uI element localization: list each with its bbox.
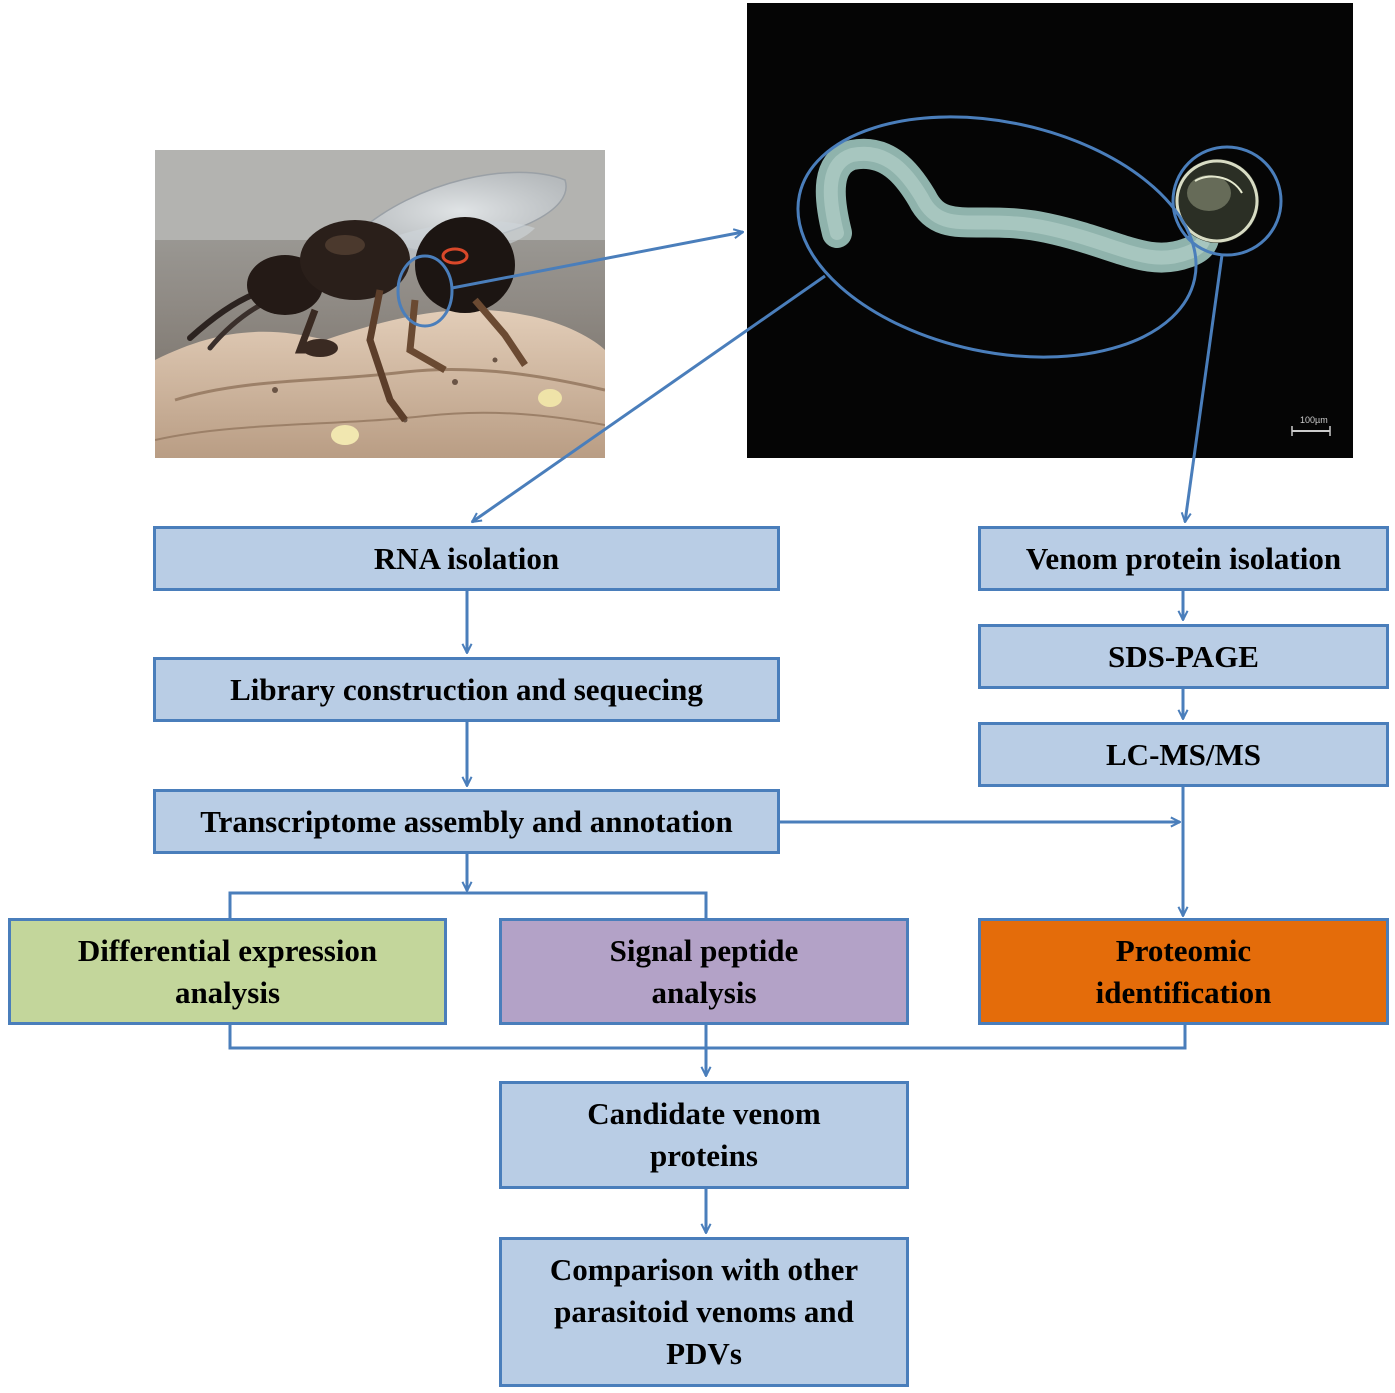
library-construction-box: Library construction and sequecing <box>153 657 780 722</box>
proteomic-identification-box: Proteomic identification <box>978 918 1389 1025</box>
lc-ms-ms-box: LC-MS/MS <box>978 722 1389 787</box>
proteomic-identification-line-2: identification <box>1095 974 1272 1010</box>
venom-reservoir-circle <box>1171 145 1283 257</box>
venom-gland-micrograph: 100µm <box>747 3 1353 458</box>
venom-gland-ellipse <box>796 115 1198 359</box>
library-construction-label: Library construction and sequecing <box>230 671 703 707</box>
differential-expression-box: Differential expression analysis <box>8 918 447 1025</box>
candidate-venom-proteins-line-2: proteins <box>650 1138 758 1173</box>
wasp-photo <box>155 150 605 458</box>
sds-page-box: SDS-PAGE <box>978 624 1389 689</box>
candidate-venom-proteins-box: Candidate venom proteins <box>499 1081 909 1189</box>
signal-peptide-box: Signal peptide analysis <box>499 918 909 1025</box>
transcriptome-assembly-label: Transcriptome assembly and annotation <box>200 803 733 839</box>
rna-isolation-label: RNA isolation <box>373 540 560 576</box>
signal-peptide-line-2: analysis <box>651 974 757 1010</box>
sds-page-label: SDS-PAGE <box>1107 638 1259 674</box>
comparison-line-2: parasitoid venoms and <box>554 1294 854 1329</box>
differential-expression-line-2: analysis <box>174 974 281 1010</box>
comparison-line-1: Comparison with other <box>549 1252 859 1287</box>
wasp-venom-circle <box>396 254 454 328</box>
transcriptome-assembly-box: Transcriptome assembly and annotation <box>153 789 780 854</box>
comparison-line-3: PDVs <box>666 1336 742 1371</box>
candidate-venom-proteins-line-1: Candidate venom <box>587 1096 821 1131</box>
venom-protein-isolation-label: Venom protein isolation <box>1025 540 1342 576</box>
comparison-box: Comparison with other parasitoid venoms … <box>499 1237 909 1387</box>
signal-peptide-line-1: Signal peptide <box>609 932 799 968</box>
differential-expression-line-1: Differential expression <box>77 932 378 968</box>
scale-bar-label: 100µm <box>1300 415 1328 425</box>
proteomic-identification-line-1: Proteomic <box>1115 932 1252 968</box>
lc-ms-ms-label: LC-MS/MS <box>1106 736 1261 772</box>
rna-isolation-box: RNA isolation <box>153 526 780 591</box>
venom-protein-isolation-box: Venom protein isolation <box>978 526 1389 591</box>
